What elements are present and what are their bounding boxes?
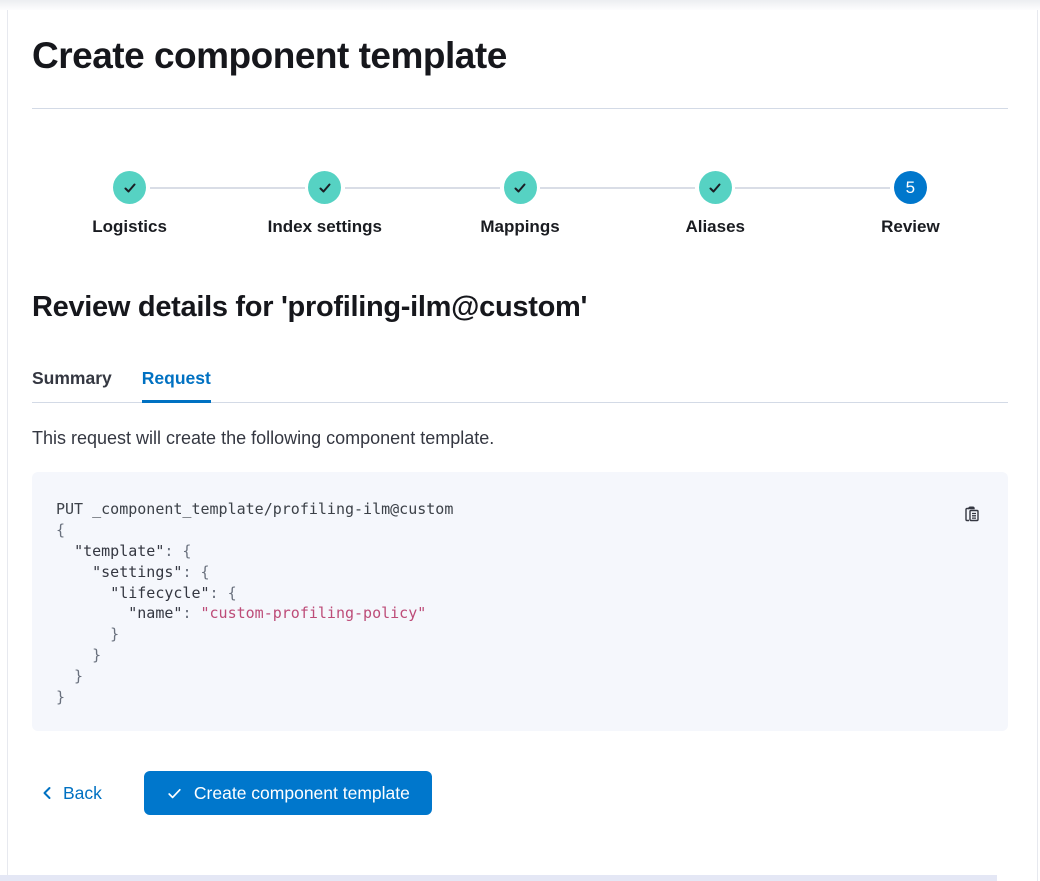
wizard-stepper: Logistics Index settings Mappings (32, 171, 1008, 237)
step-label: Review (881, 217, 940, 237)
step-mappings[interactable]: Mappings (422, 171, 618, 237)
tab-summary[interactable]: Summary (32, 368, 112, 389)
step-index-settings[interactable]: Index settings (227, 171, 423, 237)
copy-clipboard-icon[interactable] (962, 504, 982, 524)
step-review[interactable]: 5 Review (812, 171, 1008, 237)
create-button-label: Create component template (193, 782, 410, 803)
step-label: Aliases (685, 217, 745, 237)
back-label: Back (63, 782, 102, 803)
chevron-left-icon (40, 785, 54, 801)
check-icon (503, 171, 537, 205)
step-logistics[interactable]: Logistics (32, 171, 228, 237)
step-aliases[interactable]: Aliases (617, 171, 813, 237)
tab-request[interactable]: Request (141, 368, 211, 404)
review-tabs: Summary Request (32, 368, 1008, 404)
left-edge-border (7, 10, 8, 881)
check-icon (166, 785, 183, 802)
step-number-badge: 5 (893, 171, 927, 205)
footer-actions: Back Create component template (32, 771, 1008, 816)
title-divider (32, 108, 1008, 110)
request-code-panel: PUT _component_template/profiling-ilm@cu… (32, 472, 1008, 732)
check-icon (698, 171, 732, 205)
review-details-heading: Review details for 'profiling-ilm@custom… (32, 291, 588, 324)
back-button[interactable]: Back (32, 773, 110, 814)
step-label: Mappings (480, 217, 560, 237)
request-description: This request will create the following c… (32, 428, 495, 449)
top-shadow (0, 0, 1040, 10)
code-block: PUT _component_template/profiling-ilm@cu… (56, 500, 454, 706)
step-label: Logistics (92, 217, 167, 237)
check-icon (308, 171, 342, 205)
create-component-template-button[interactable]: Create component template (143, 771, 432, 816)
page-title: Create component template (32, 35, 507, 76)
step-label: Index settings (267, 217, 382, 237)
bottom-strip (0, 875, 997, 881)
right-edge-border (1037, 10, 1038, 881)
check-icon (113, 171, 147, 205)
